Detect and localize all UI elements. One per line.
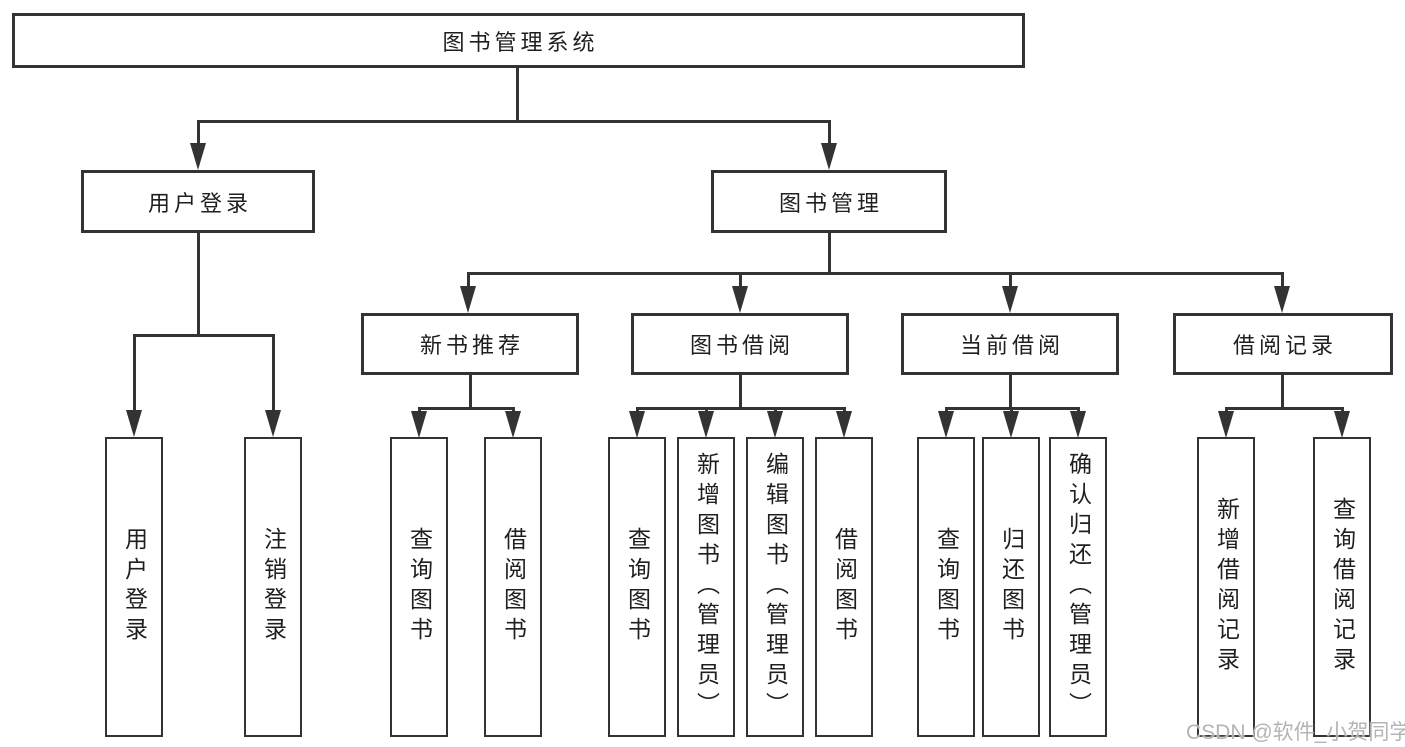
leaf-add-borrow-record: 新增借阅记录 (1197, 437, 1255, 737)
node-label: 当前借阅 (959, 333, 1064, 358)
arrow-down-icon (1218, 411, 1234, 438)
arrow-down-icon (411, 411, 427, 438)
connector-hline (467, 272, 1284, 275)
node-label: 图书管理 (778, 190, 883, 216)
arrow-down-icon (190, 143, 206, 170)
leaf-recommend-borrow-books: 借阅图书 (484, 437, 542, 737)
node-label: 图书借阅 (689, 333, 794, 358)
node-library-management-system: 图书管理系统 (12, 13, 1025, 68)
connector-vline (1009, 375, 1012, 410)
leaf-user-login: 用户登录 (105, 437, 163, 737)
node-label: 确认归还（管理员） (1065, 452, 1092, 722)
arrow-down-icon (698, 411, 714, 438)
node-label: 注销登录 (260, 527, 287, 647)
connector-vline (1341, 407, 1344, 414)
connector-vline (636, 407, 639, 414)
arrow-down-icon (938, 411, 954, 438)
node-label: 查询借阅记录 (1329, 497, 1356, 677)
connector-vline (197, 233, 200, 336)
node-new-book-recommendation: 新书推荐 (361, 313, 579, 375)
leaf-confirm-return-admin: 确认归还（管理员） (1049, 437, 1107, 737)
leaf-logout: 注销登录 (244, 437, 302, 737)
node-label: 借阅图书 (831, 527, 858, 647)
connector-vline (197, 120, 200, 146)
node-label: 编辑图书（管理员） (762, 452, 789, 722)
connector-hline (1225, 407, 1344, 410)
arrow-down-icon (505, 411, 521, 438)
node-book-management: 图书管理 (711, 170, 947, 233)
node-current-borrowing: 当前借阅 (901, 313, 1119, 375)
connector-vline (1281, 272, 1284, 290)
connector-vline (1009, 272, 1012, 290)
node-label: 用户登录 (121, 527, 148, 647)
node-label: 借阅图书 (500, 527, 527, 647)
node-label: 新增图书（管理员） (693, 452, 720, 722)
connector-vline (1225, 407, 1228, 414)
arrow-down-icon (1003, 411, 1019, 438)
arrow-down-icon (1274, 286, 1290, 313)
arrow-down-icon (1070, 411, 1086, 438)
connector-hline (636, 407, 846, 410)
connector-vline (828, 120, 831, 146)
connector-hline (197, 120, 831, 123)
leaf-borrowing-query-books: 查询图书 (608, 437, 666, 737)
connector-vline (133, 334, 136, 414)
connector-hline (133, 334, 275, 337)
connector-vline (1077, 407, 1080, 414)
node-label: 查询图书 (624, 527, 651, 647)
connector-vline (739, 272, 742, 290)
connector-vline (739, 375, 742, 410)
node-label: 借阅记录 (1232, 333, 1337, 358)
leaf-borrowing-borrow-books: 借阅图书 (815, 437, 873, 737)
connector-vline (512, 407, 515, 414)
arrow-down-icon (126, 410, 142, 437)
connector-vline (705, 407, 708, 414)
csdn-watermark: CSDN @软件_小贺同学 (1186, 721, 1405, 744)
arrow-down-icon (732, 286, 748, 313)
arrow-down-icon (629, 411, 645, 438)
node-borrowing-records: 借阅记录 (1173, 313, 1393, 375)
node-label: 查询图书 (406, 527, 433, 647)
arrow-down-icon (836, 411, 852, 438)
leaf-return-books: 归还图书 (982, 437, 1040, 737)
connector-vline (828, 233, 831, 274)
connector-hline (418, 407, 515, 410)
connector-vline (774, 407, 777, 414)
leaf-edit-book-admin: 编辑图书（管理员） (746, 437, 804, 737)
node-label: 用户登录 (147, 190, 252, 216)
connector-vline (467, 272, 470, 290)
node-label: 新增借阅记录 (1213, 497, 1240, 677)
arrow-down-icon (821, 143, 837, 170)
arrow-down-icon (1002, 286, 1018, 313)
node-label: 查询图书 (933, 527, 960, 647)
arrow-down-icon (1334, 411, 1350, 438)
connector-vline (516, 68, 519, 123)
connector-vline (1010, 407, 1013, 414)
node-book-borrowing: 图书借阅 (631, 313, 849, 375)
connector-vline (843, 407, 846, 414)
leaf-query-borrow-record: 查询借阅记录 (1313, 437, 1371, 737)
node-label: 新书推荐 (419, 333, 524, 358)
connector-vline (272, 334, 275, 414)
node-label: 图书管理系统 (442, 29, 599, 55)
leaf-recommend-query-books: 查询图书 (390, 437, 448, 737)
node-user-login: 用户登录 (81, 170, 315, 233)
arrow-down-icon (460, 286, 476, 313)
arrow-down-icon (265, 410, 281, 437)
node-label: 归还图书 (998, 527, 1025, 647)
arrow-down-icon (767, 411, 783, 438)
connector-vline (418, 407, 421, 414)
connector-vline (469, 375, 472, 410)
connector-vline (1281, 375, 1284, 410)
leaf-add-book-admin: 新增图书（管理员） (677, 437, 735, 737)
leaf-current-query-books: 查询图书 (917, 437, 975, 737)
connector-vline (945, 407, 948, 414)
